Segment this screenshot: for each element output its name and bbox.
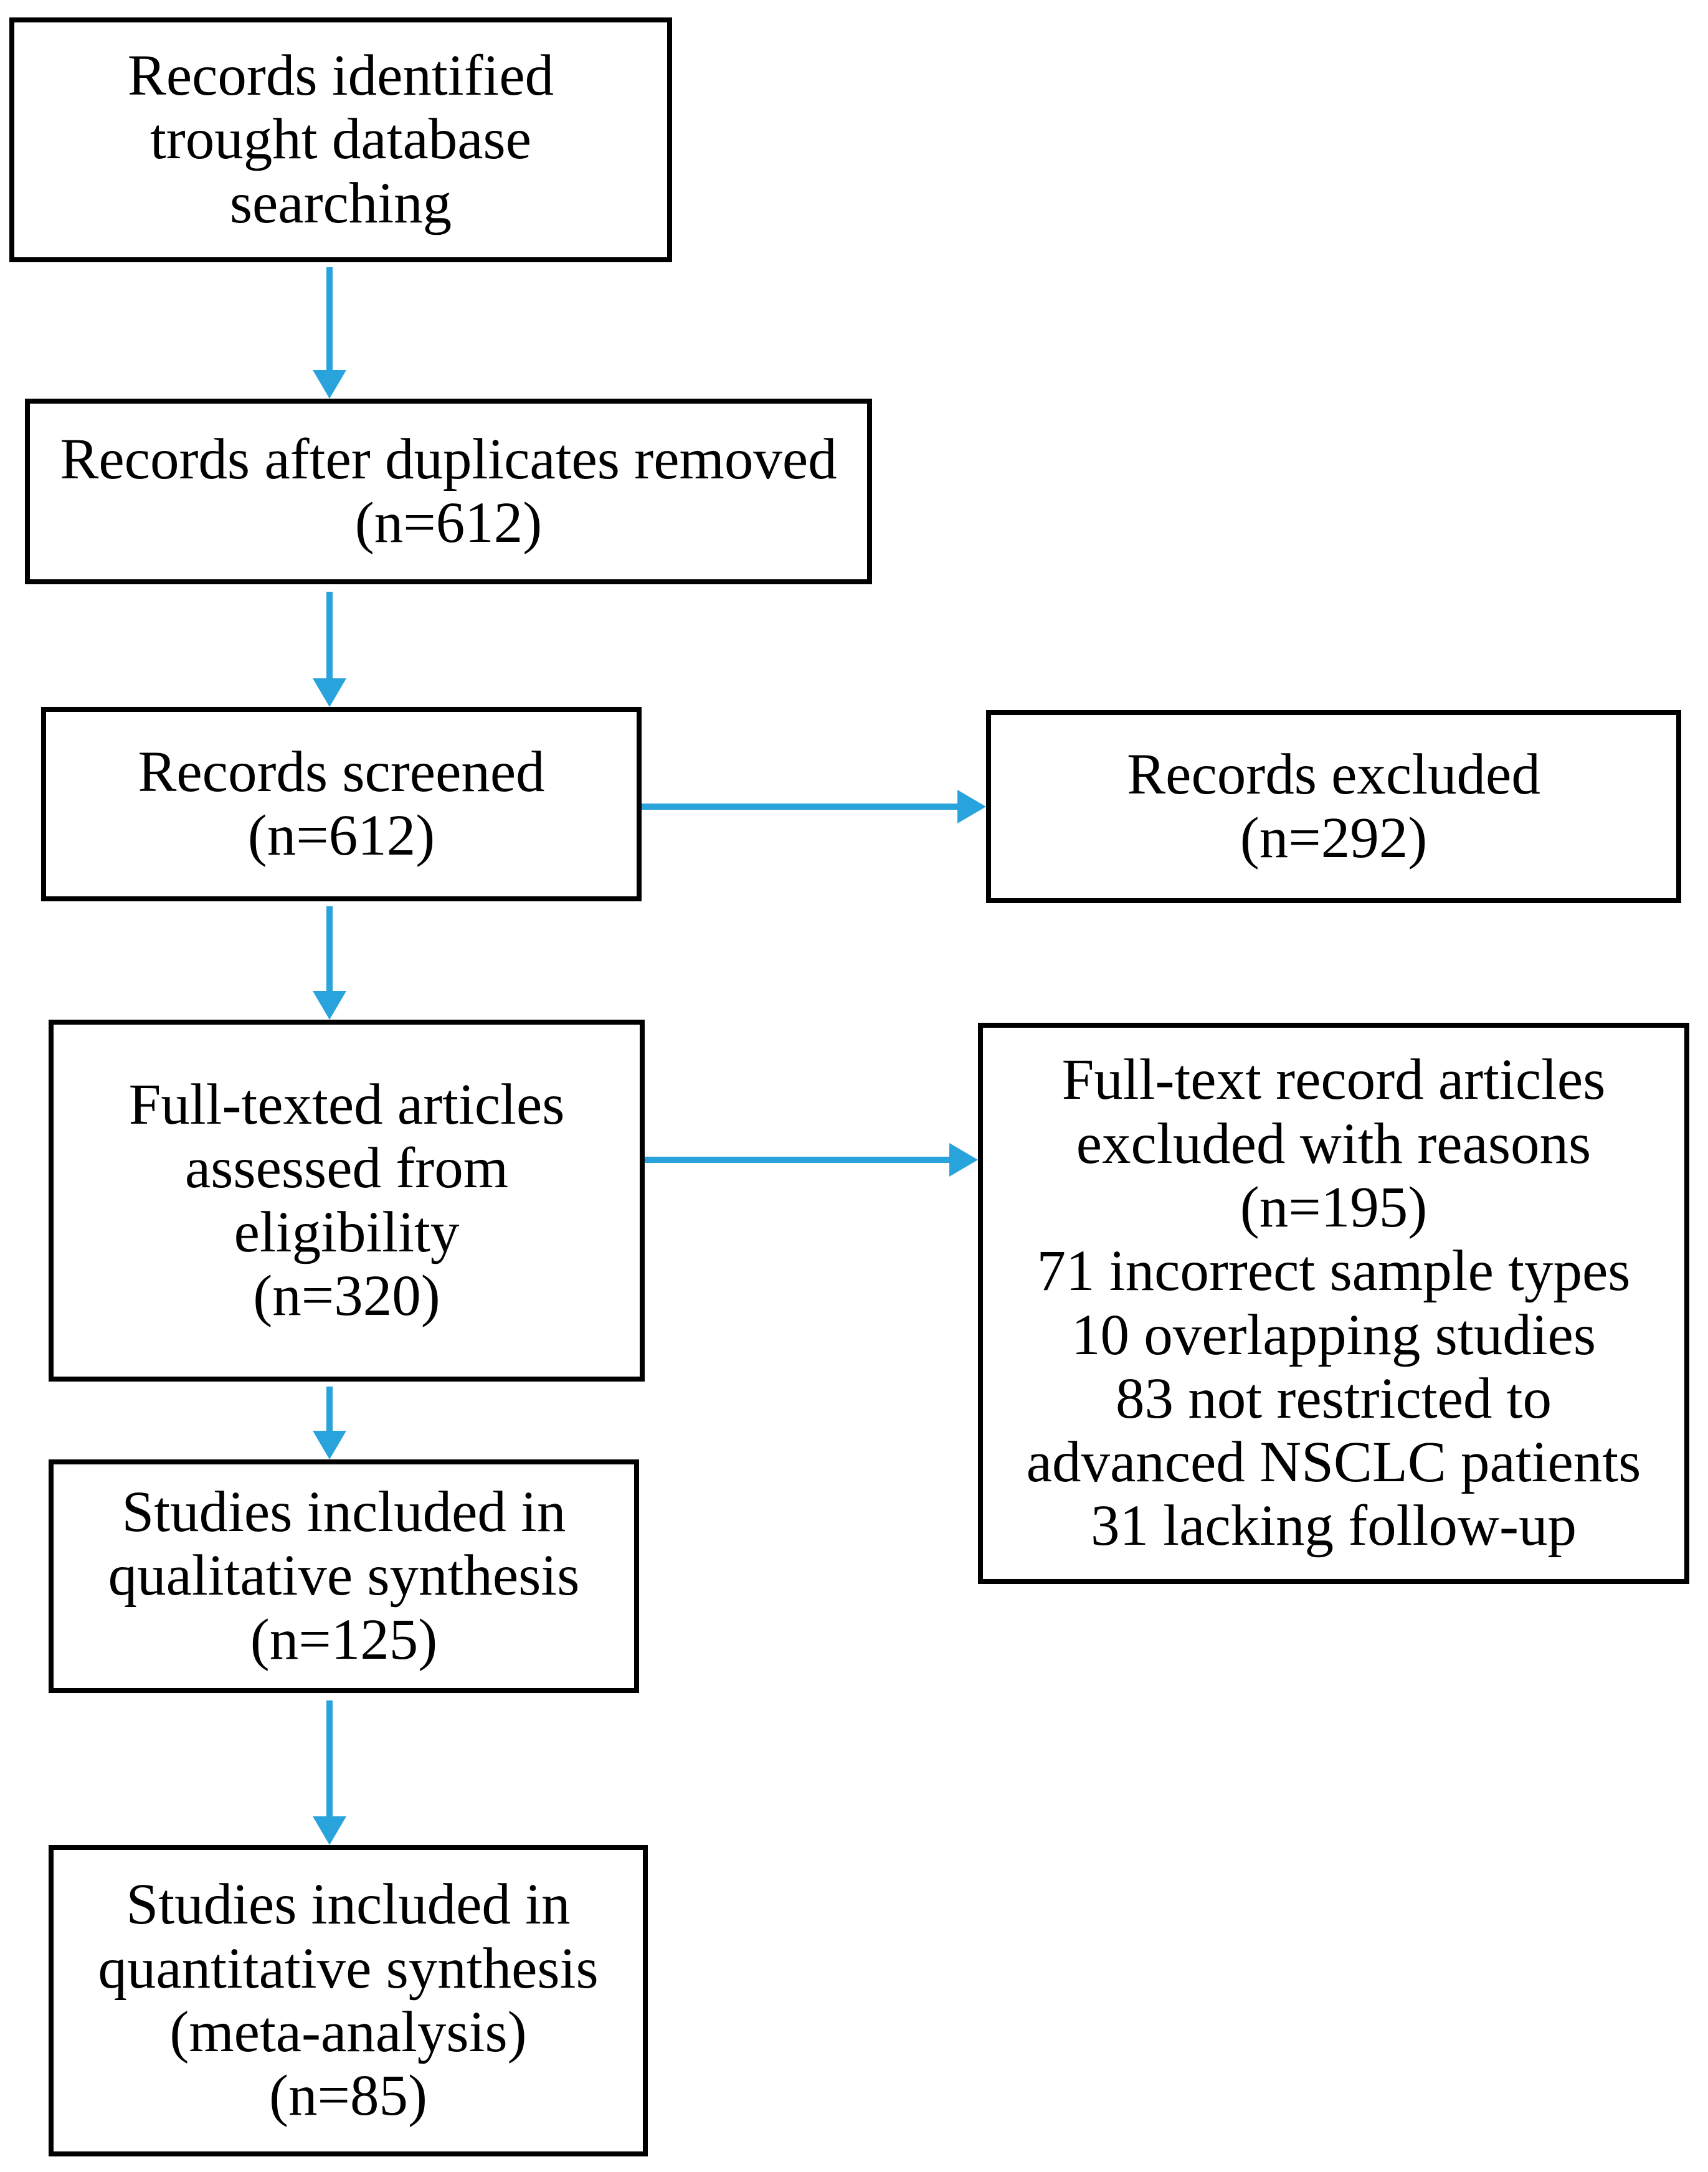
box-fulltext-assessed: Full-texted articles assessed from eligi… bbox=[49, 1020, 645, 1382]
box-fulltext-assessed-line-3: eligibility bbox=[234, 1200, 460, 1264]
box-records-screened: Records screened (n=612) bbox=[41, 707, 642, 901]
box-fulltext-excluded-reason-3a: 83 not restricted to bbox=[1116, 1366, 1552, 1431]
arrow-down-1-head bbox=[313, 370, 346, 399]
box-qualitative-synthesis: Studies included in qualitative synthesi… bbox=[49, 1459, 639, 1693]
arrow-right-2-head bbox=[949, 1143, 978, 1177]
box-quantitative-synthesis: Studies included in quantitative synthes… bbox=[49, 1845, 648, 2156]
box-fulltext-excluded-reason-3b: advanced NSCLC patients bbox=[1026, 1430, 1641, 1495]
box-quantitative-synthesis-count: (n=85) bbox=[269, 2064, 427, 2128]
box-records-excluded: Records excluded (n=292) bbox=[986, 710, 1681, 903]
box-quantitative-synthesis-line-1: Studies included in bbox=[126, 1872, 571, 1937]
box-qualitative-synthesis-line-2: qualitative synthesis bbox=[108, 1544, 580, 1608]
box-records-identified-line-2: trought database bbox=[149, 107, 532, 172]
box-duplicates-removed-line-1: Records after duplicates removed bbox=[60, 427, 837, 491]
arrow-down-2-head bbox=[313, 678, 346, 707]
arrow-right-2-line bbox=[645, 1157, 951, 1163]
box-records-screened-count: (n=612) bbox=[247, 804, 435, 868]
box-duplicates-removed: Records after duplicates removed (n=612) bbox=[25, 399, 872, 584]
box-records-excluded-line-1: Records excluded bbox=[1127, 742, 1540, 807]
box-duplicates-removed-count: (n=612) bbox=[354, 491, 543, 555]
box-fulltext-excluded-reason-2: 10 overlapping studies bbox=[1071, 1302, 1597, 1367]
box-quantitative-synthesis-line-2: quantitative synthesis bbox=[98, 1936, 599, 2001]
box-records-identified-line-3: searching bbox=[229, 171, 452, 235]
box-fulltext-excluded-line-2: excluded with reasons bbox=[1076, 1111, 1592, 1176]
box-fulltext-assessed-count: (n=320) bbox=[253, 1263, 440, 1328]
box-fulltext-assessed-line-2: assessed from bbox=[184, 1136, 509, 1201]
box-fulltext-excluded-reason-1: 71 incorrect sample types bbox=[1037, 1239, 1631, 1304]
arrow-down-1-line bbox=[326, 267, 333, 371]
box-fulltext-excluded: Full-text record articles excluded with … bbox=[978, 1023, 1689, 1584]
arrow-right-1-head bbox=[957, 790, 986, 823]
arrow-down-4-head bbox=[313, 1431, 346, 1459]
box-quantitative-synthesis-line-3: (meta-analysis) bbox=[169, 2000, 527, 2064]
box-qualitative-synthesis-count: (n=125) bbox=[250, 1607, 438, 1672]
arrow-down-3-head bbox=[313, 991, 346, 1020]
arrow-down-2-line bbox=[326, 592, 333, 680]
arrow-right-1-line bbox=[642, 804, 959, 810]
box-qualitative-synthesis-line-1: Studies included in bbox=[121, 1480, 566, 1545]
box-fulltext-excluded-reason-4: 31 lacking follow-up bbox=[1090, 1494, 1577, 1558]
box-fulltext-excluded-line-1: Full-text record articles bbox=[1061, 1048, 1606, 1112]
box-fulltext-excluded-count: (n=195) bbox=[1240, 1175, 1428, 1240]
arrow-down-4-line bbox=[326, 1387, 333, 1432]
box-records-excluded-count: (n=292) bbox=[1240, 806, 1428, 870]
arrow-down-3-line bbox=[326, 906, 333, 991]
box-records-identified-line-1: Records identified bbox=[127, 44, 554, 108]
box-fulltext-assessed-line-1: Full-texted articles bbox=[128, 1072, 565, 1137]
box-records-identified: Records identified trought database sear… bbox=[9, 17, 672, 262]
arrow-down-5-line bbox=[326, 1700, 333, 1818]
box-records-screened-line-1: Records screened bbox=[138, 739, 545, 804]
arrow-down-5-head bbox=[313, 1816, 346, 1845]
